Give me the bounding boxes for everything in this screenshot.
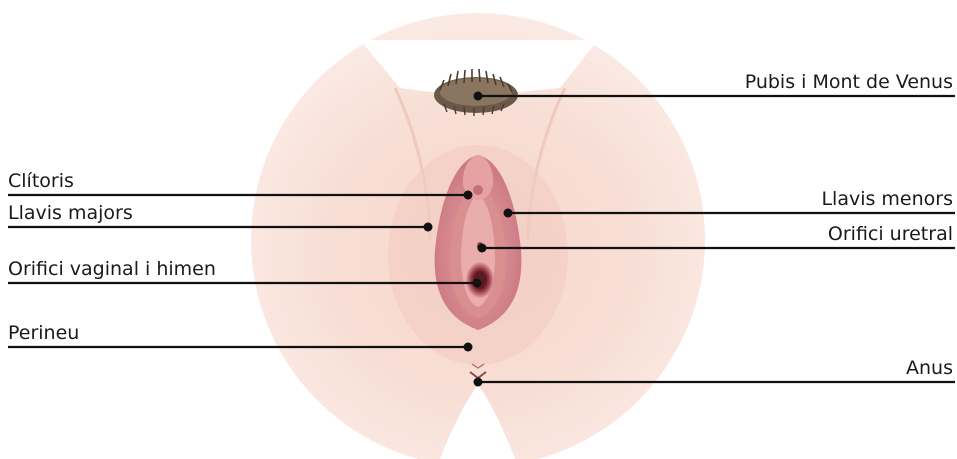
label-anus: Anus — [906, 357, 953, 379]
label-llavis-majors: Llavis majors — [8, 202, 133, 224]
label-pubis: Pubis i Mont de Venus — [745, 71, 953, 93]
label-perineu: Perineu — [8, 322, 79, 344]
label-orifici-uretral: Orifici uretral — [828, 223, 953, 245]
label-clitoris: Clítoris — [8, 170, 74, 192]
label-orifici-vaginal: Orifici vaginal i himen — [8, 258, 216, 280]
label-llavis-menors: Llavis menors — [821, 188, 953, 210]
